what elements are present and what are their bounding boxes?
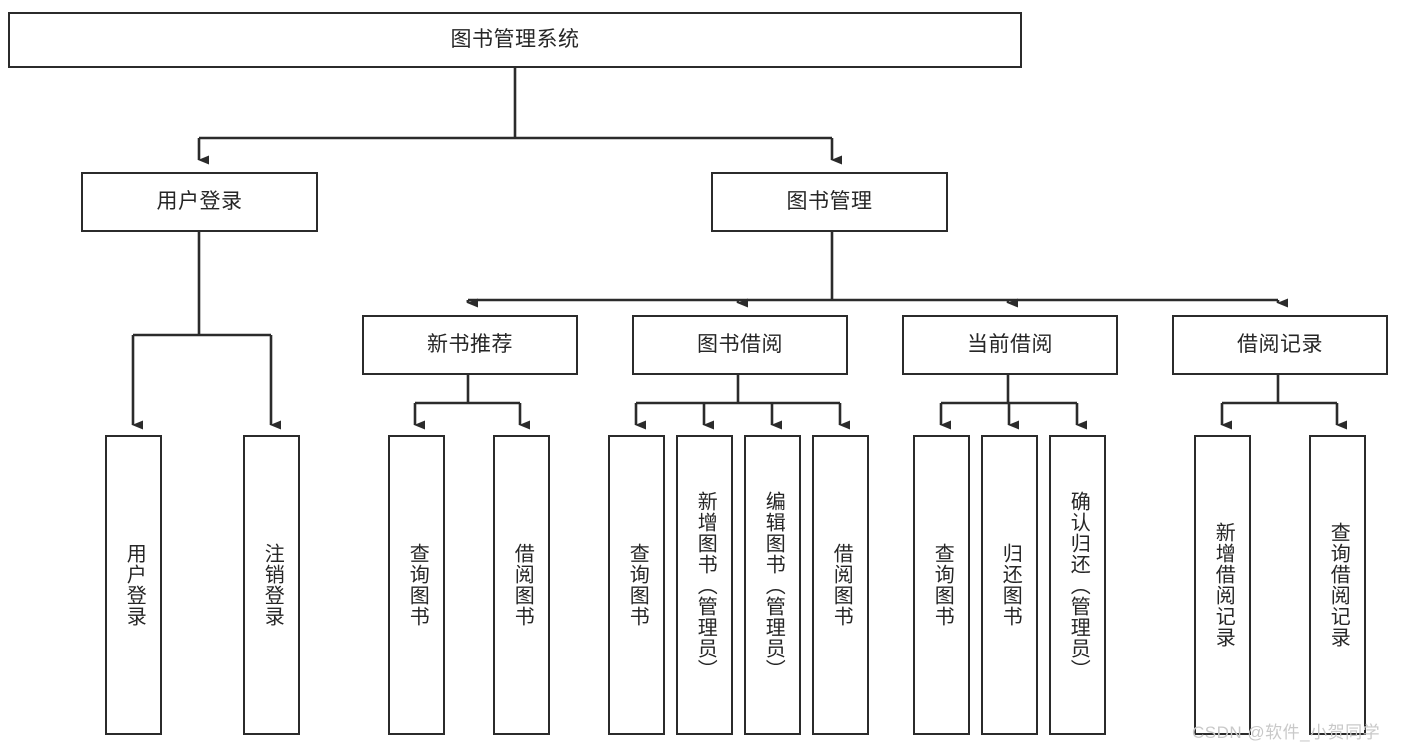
leaf-label: 注销登录 xyxy=(261,543,284,627)
leaf-label: 确认归还（管理员） xyxy=(1067,490,1090,680)
leaf-confirm-return-admin[interactable]: 确认归还（管理员） xyxy=(1049,435,1106,735)
leaf-query-book-cb[interactable]: 查询图书 xyxy=(913,435,970,735)
leaf-label: 查询借阅记录 xyxy=(1327,522,1350,648)
leaf-label: 新增图书（管理员） xyxy=(694,490,717,680)
leaf-borrow-book-nbr[interactable]: 借阅图书 xyxy=(493,435,550,735)
leaf-edit-book-admin[interactable]: 编辑图书（管理员） xyxy=(744,435,801,735)
leaf-add-book-admin[interactable]: 新增图书（管理员） xyxy=(676,435,733,735)
leaf-label: 归还图书 xyxy=(999,543,1022,627)
node-borrow-record[interactable]: 借阅记录 xyxy=(1172,315,1388,375)
leaf-add-borrow-record[interactable]: 新增借阅记录 xyxy=(1194,435,1251,735)
leaf-query-book-bb[interactable]: 查询图书 xyxy=(608,435,665,735)
leaf-label: 查询图书 xyxy=(406,543,429,627)
leaf-label: 借阅图书 xyxy=(830,543,853,627)
leaf-query-book-nbr[interactable]: 查询图书 xyxy=(388,435,445,735)
leaf-label: 查询图书 xyxy=(626,543,649,627)
leaf-return-book[interactable]: 归还图书 xyxy=(981,435,1038,735)
leaf-query-borrow-record[interactable]: 查询借阅记录 xyxy=(1309,435,1366,735)
node-book-borrow[interactable]: 图书借阅 xyxy=(632,315,848,375)
leaf-borrow-book-bb[interactable]: 借阅图书 xyxy=(812,435,869,735)
node-book-manage[interactable]: 图书管理 xyxy=(711,172,948,232)
leaf-label: 用户登录 xyxy=(123,543,146,627)
watermark-text: CSDN @软件_小贺同学 xyxy=(1192,723,1381,742)
node-user-login[interactable]: 用户登录 xyxy=(81,172,318,232)
leaf-label: 查询图书 xyxy=(931,543,954,627)
leaf-label: 新增借阅记录 xyxy=(1212,522,1235,648)
leaf-user-login[interactable]: 用户登录 xyxy=(105,435,162,735)
node-current-borrow[interactable]: 当前借阅 xyxy=(902,315,1118,375)
node-new-book-recommend[interactable]: 新书推荐 xyxy=(362,315,578,375)
leaf-label: 编辑图书（管理员） xyxy=(762,490,785,680)
leaf-label: 借阅图书 xyxy=(511,543,534,627)
node-root[interactable]: 图书管理系统 xyxy=(8,12,1022,68)
leaf-logout-login[interactable]: 注销登录 xyxy=(243,435,300,735)
